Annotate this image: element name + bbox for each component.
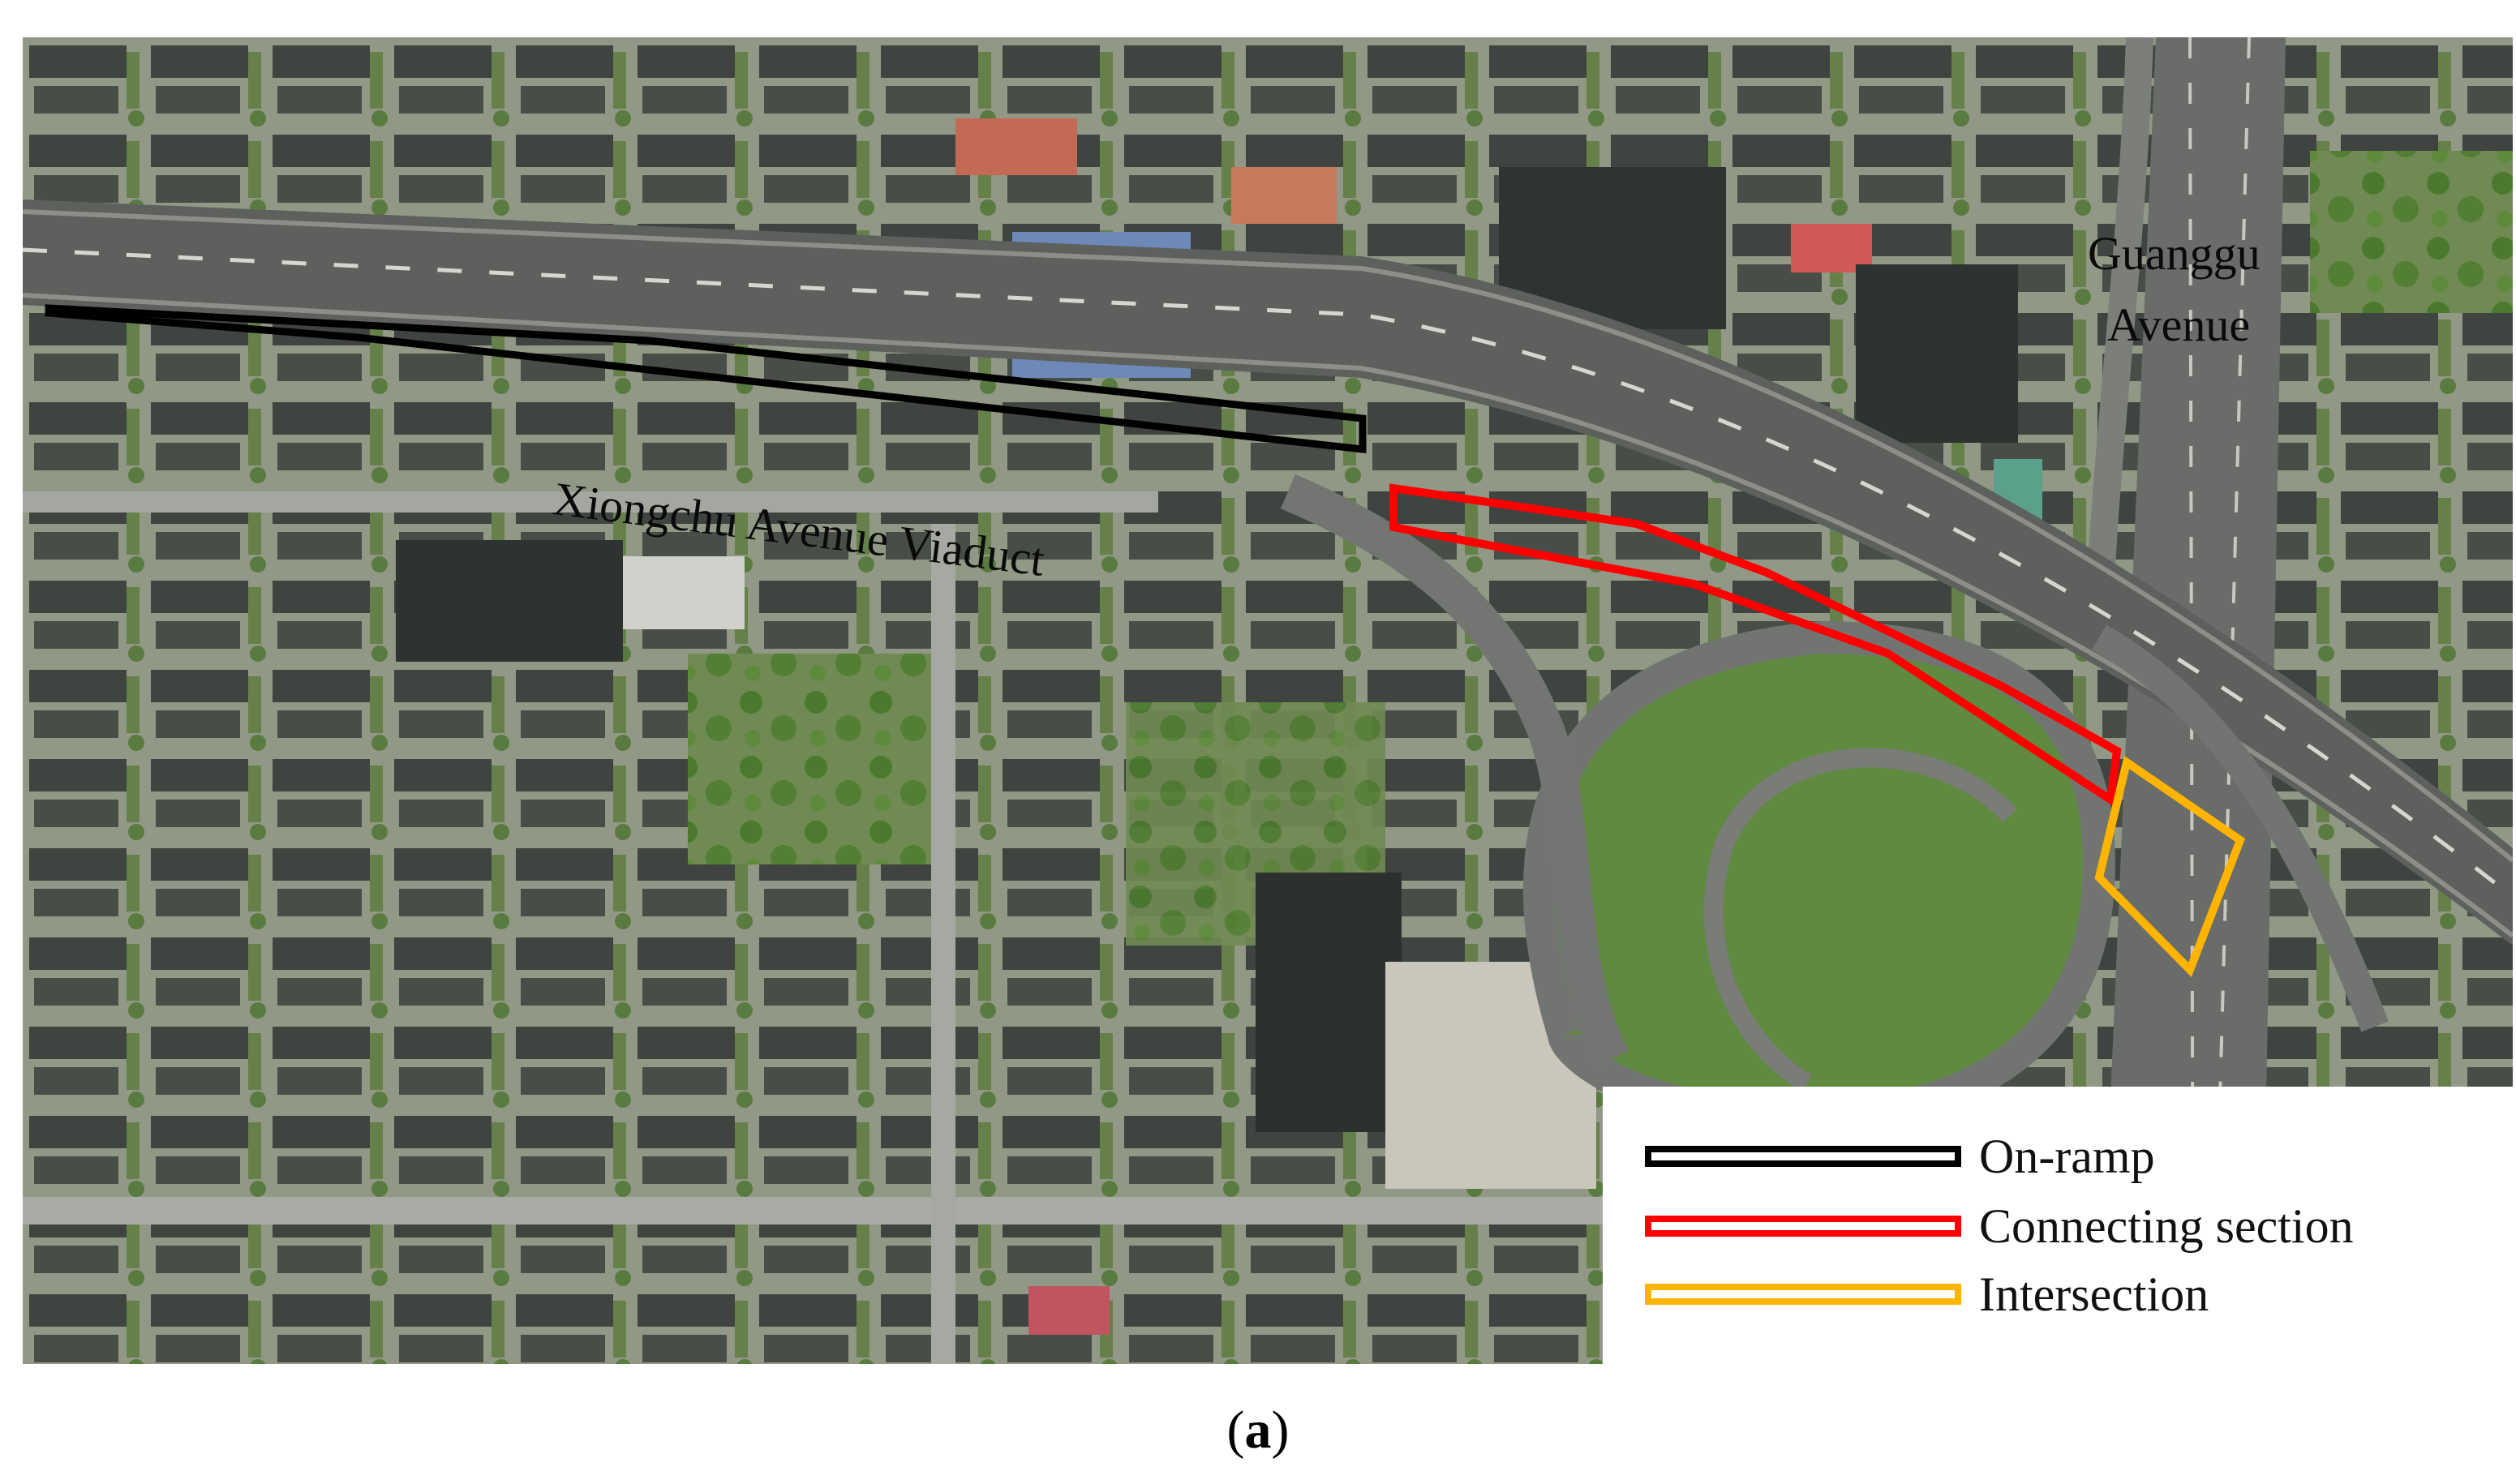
- legend-item-connecting-section: Connecting section: [1645, 1202, 2354, 1250]
- figure-caption: (a): [0, 1400, 2516, 1461]
- legend-item-intersection: Intersection: [1645, 1270, 2209, 1319]
- legend-label-connecting-section: Connecting section: [1979, 1199, 2354, 1253]
- legend-swatch-intersection: [1645, 1284, 1961, 1305]
- map-legend: On-ramp Connecting section Intersection: [1603, 1087, 2513, 1364]
- intersection-outline: [2094, 755, 2246, 978]
- avenue-label-line1: Guanggu: [2088, 230, 2261, 277]
- legend-label-intersection: Intersection: [1979, 1267, 2209, 1321]
- legend-item-on-ramp: On-ramp: [1645, 1132, 2155, 1181]
- avenue-label-line1-text: Guanggu: [2088, 227, 2261, 280]
- legend-label-on-ramp: On-ramp: [1979, 1130, 2155, 1183]
- connecting-section-outline: [1389, 483, 2122, 807]
- caption-close-paren: ): [1271, 1400, 1290, 1460]
- satellite-map: Xiongchu Avenue Viaduct Guanggu Avenue: [23, 37, 2513, 1364]
- avenue-label-line2-text: Avenue: [2107, 298, 2251, 351]
- on-ramp-outline: [45, 304, 1367, 454]
- legend-swatch-connecting-section: [1645, 1216, 1961, 1237]
- legend-swatch-on-ramp: [1645, 1146, 1961, 1167]
- avenue-label-line2: Avenue: [2107, 302, 2250, 349]
- caption-open-paren: (: [1226, 1400, 1245, 1460]
- caption-letter: a: [1244, 1400, 1272, 1460]
- satellite-map-imagery: [23, 37, 2513, 1364]
